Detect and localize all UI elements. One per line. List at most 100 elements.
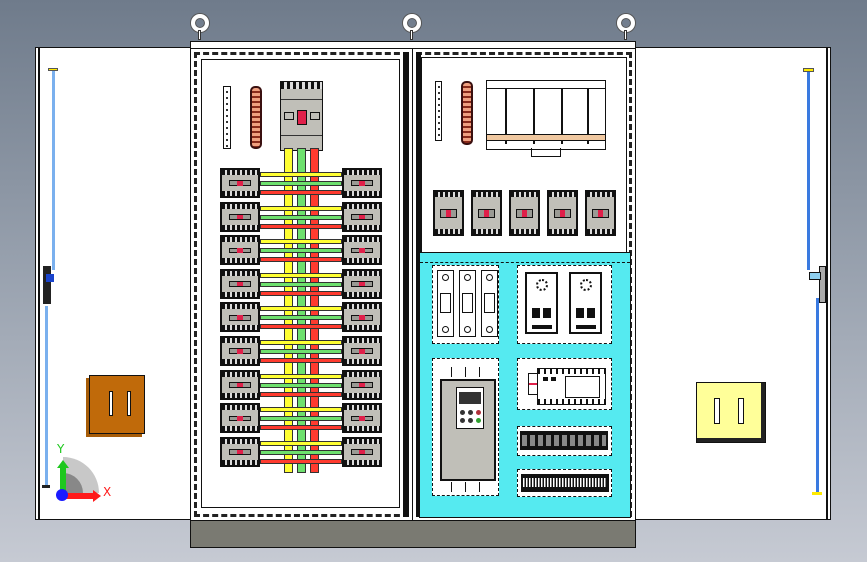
breaker-top-terminals — [344, 203, 380, 209]
fuse-terminal-top — [442, 274, 449, 281]
breaker-handle-icon[interactable] — [484, 209, 489, 218]
breaker-bottom-terminals — [344, 291, 380, 297]
branch-breaker-left[interactable] — [220, 403, 260, 434]
vfd-key-button[interactable] — [460, 418, 465, 423]
door-handle-icon[interactable] — [43, 266, 51, 304]
branch-breaker-left[interactable] — [220, 369, 260, 400]
breaker-handle-icon[interactable] — [237, 382, 243, 388]
breaker-handle-icon[interactable] — [237, 248, 243, 253]
breaker-handle-icon[interactable] — [598, 209, 603, 218]
vfd-terminals-top — [446, 367, 490, 377]
breaker-top-terminals — [344, 170, 380, 175]
left-door[interactable] — [35, 47, 193, 520]
fuse-holder[interactable] — [437, 270, 454, 337]
vfd-keypad[interactable] — [456, 387, 484, 429]
phase-link-l2 — [260, 449, 342, 455]
breaker-bottom-terminals — [473, 229, 500, 234]
transformer-unit — [486, 80, 606, 150]
branch-breaker-left[interactable] — [220, 235, 260, 266]
main-breaker-handle[interactable] — [297, 110, 307, 125]
breaker-top-terminals — [549, 192, 576, 197]
branch-breaker-left[interactable] — [220, 336, 260, 366]
breaker-top-terminals — [222, 405, 258, 411]
breaker-bottom-terminals — [344, 191, 380, 196]
phase-link-l3 — [260, 358, 342, 363]
breaker-bottom-terminals — [222, 191, 258, 196]
breaker-bottom-terminals — [344, 224, 380, 230]
breaker-handle-icon[interactable] — [237, 348, 243, 354]
breaker-handle-icon[interactable] — [359, 449, 365, 455]
breaker-handle-icon[interactable] — [359, 214, 365, 220]
breaker-handle-icon[interactable] — [237, 416, 243, 421]
branch-breaker-right[interactable] — [342, 268, 382, 299]
vfd-key-button[interactable] — [476, 418, 481, 423]
feeder-breaker[interactable] — [471, 190, 502, 236]
branch-breaker-left[interactable] — [220, 201, 260, 232]
door-handle-icon[interactable] — [819, 266, 826, 303]
feeder-breaker[interactable] — [547, 190, 578, 236]
branch-breaker-right[interactable] — [342, 302, 382, 333]
branch-breaker-right[interactable] — [342, 336, 382, 366]
lifting-eye-stem — [624, 30, 627, 40]
phase-link-l3 — [260, 290, 342, 296]
branch-breaker-right[interactable] — [342, 403, 382, 434]
feeder-breaker[interactable] — [433, 190, 464, 236]
right-enclosure — [412, 48, 636, 521]
branch-breaker-left[interactable] — [220, 268, 260, 299]
main-breaker[interactable] — [280, 81, 323, 151]
branch-breaker-right[interactable] — [342, 235, 382, 266]
right-door[interactable] — [634, 47, 831, 520]
breaker-top-terminals — [511, 192, 538, 197]
breaker-handle-icon[interactable] — [359, 416, 365, 421]
vfd-key-button[interactable] — [468, 410, 473, 415]
breaker-handle-icon[interactable] — [359, 315, 365, 320]
power-supply-1 — [525, 272, 558, 334]
vfd-key-button[interactable] — [460, 410, 465, 415]
breaker-handle-icon[interactable] — [237, 315, 243, 320]
breaker-handle-icon[interactable] — [359, 348, 365, 354]
breaker-bottom-terminals — [344, 359, 380, 364]
fuse-terminal-bottom — [486, 326, 493, 333]
phase-link-l2 — [260, 382, 342, 388]
breaker-top-terminals — [344, 304, 380, 310]
breaker-bottom-terminals — [344, 426, 380, 432]
x-axis-label: X — [103, 485, 112, 499]
breaker-top-terminals — [222, 237, 258, 243]
branch-breaker-right[interactable] — [342, 369, 382, 400]
breaker-handle-icon[interactable] — [359, 248, 365, 253]
breaker-handle-icon[interactable] — [359, 180, 365, 186]
door-rod-top — [52, 70, 55, 270]
door-handle-lever — [46, 274, 54, 282]
branch-breaker-left[interactable] — [220, 302, 260, 333]
breaker-handle-icon[interactable] — [446, 209, 451, 218]
breaker-handle-icon[interactable] — [359, 281, 365, 287]
vfd-terminals-bottom — [446, 482, 490, 492]
vfd-key-button[interactable] — [468, 418, 473, 423]
phase-link-l3 — [260, 458, 342, 464]
breaker-handle-icon[interactable] — [359, 382, 365, 388]
breaker-handle-icon[interactable] — [237, 281, 243, 287]
fuse-holder[interactable] — [459, 270, 476, 337]
breaker-handle-icon[interactable] — [237, 180, 243, 186]
branch-breaker-right[interactable] — [342, 436, 382, 467]
branch-breaker-left[interactable] — [220, 168, 260, 198]
breaker-handle-icon[interactable] — [237, 449, 243, 455]
vfd-display — [459, 392, 481, 404]
feeder-breaker[interactable] — [585, 190, 616, 236]
plc-module[interactable] — [537, 368, 606, 405]
phase-link-l1 — [260, 239, 342, 245]
branch-breaker-left[interactable] — [220, 436, 260, 467]
phase-link-l2 — [260, 315, 342, 321]
vfd-key-button[interactable] — [476, 410, 481, 415]
breaker-handle-icon[interactable] — [560, 209, 565, 218]
breaker-handle-icon[interactable] — [237, 214, 243, 220]
fuse-holder[interactable] — [481, 270, 498, 337]
feeder-breaker[interactable] — [509, 190, 540, 236]
breaker-handle-icon[interactable] — [522, 209, 527, 218]
vfd-drive[interactable] — [440, 379, 496, 481]
door-rod-top — [807, 70, 810, 270]
branch-breaker-right[interactable] — [342, 168, 382, 198]
phase-link-l2 — [260, 181, 342, 186]
door-handle-lever — [809, 272, 821, 280]
branch-breaker-right[interactable] — [342, 201, 382, 232]
